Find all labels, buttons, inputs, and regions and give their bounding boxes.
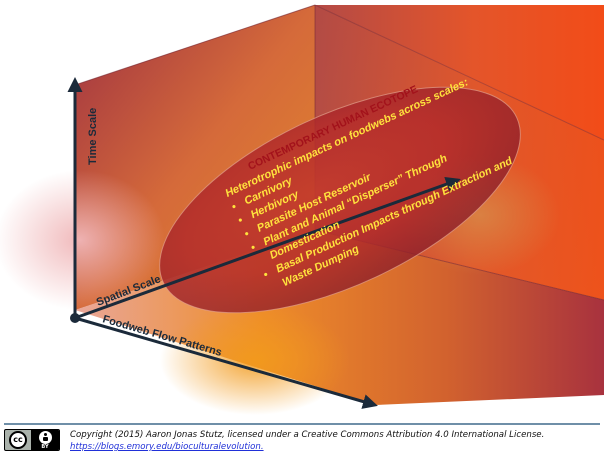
foodweb-axis-arrow	[74, 316, 378, 409]
copyright-text: Copyright (2015) Aaron Jonas Stutz, lice…	[70, 430, 545, 440]
by-text: BY	[41, 443, 49, 450]
attribution-person-icon	[38, 430, 52, 444]
cc-by-license-badge[interactable]: cc BY	[4, 429, 60, 451]
axis-origin	[70, 313, 80, 323]
bullet-dot: •	[236, 214, 245, 227]
cube-edge-diagonal	[314, 4, 604, 141]
bullet-dot: •	[243, 228, 252, 241]
footer-rule	[4, 423, 600, 425]
spatial-axis-arrow	[74, 177, 461, 320]
cc-logo-icon: cc	[5, 430, 31, 450]
time-scale-label: Time Scale	[87, 108, 99, 165]
blog-link[interactable]: https://blogs.emory.edu/bioculturalevolu…	[70, 442, 264, 452]
bullet-dot: •	[262, 269, 271, 282]
cc-text: cc	[9, 431, 27, 449]
bullet-dot: •	[230, 201, 239, 214]
license-footer: cc BY Copyright (2015) Aaron Jonas Stutz…	[0, 423, 604, 457]
by-section: BY	[31, 430, 59, 450]
cube-edge-top	[74, 4, 316, 86]
pink-glow	[0, 170, 165, 310]
bullet-dot: •	[249, 242, 258, 255]
orange-glow	[160, 305, 350, 415]
